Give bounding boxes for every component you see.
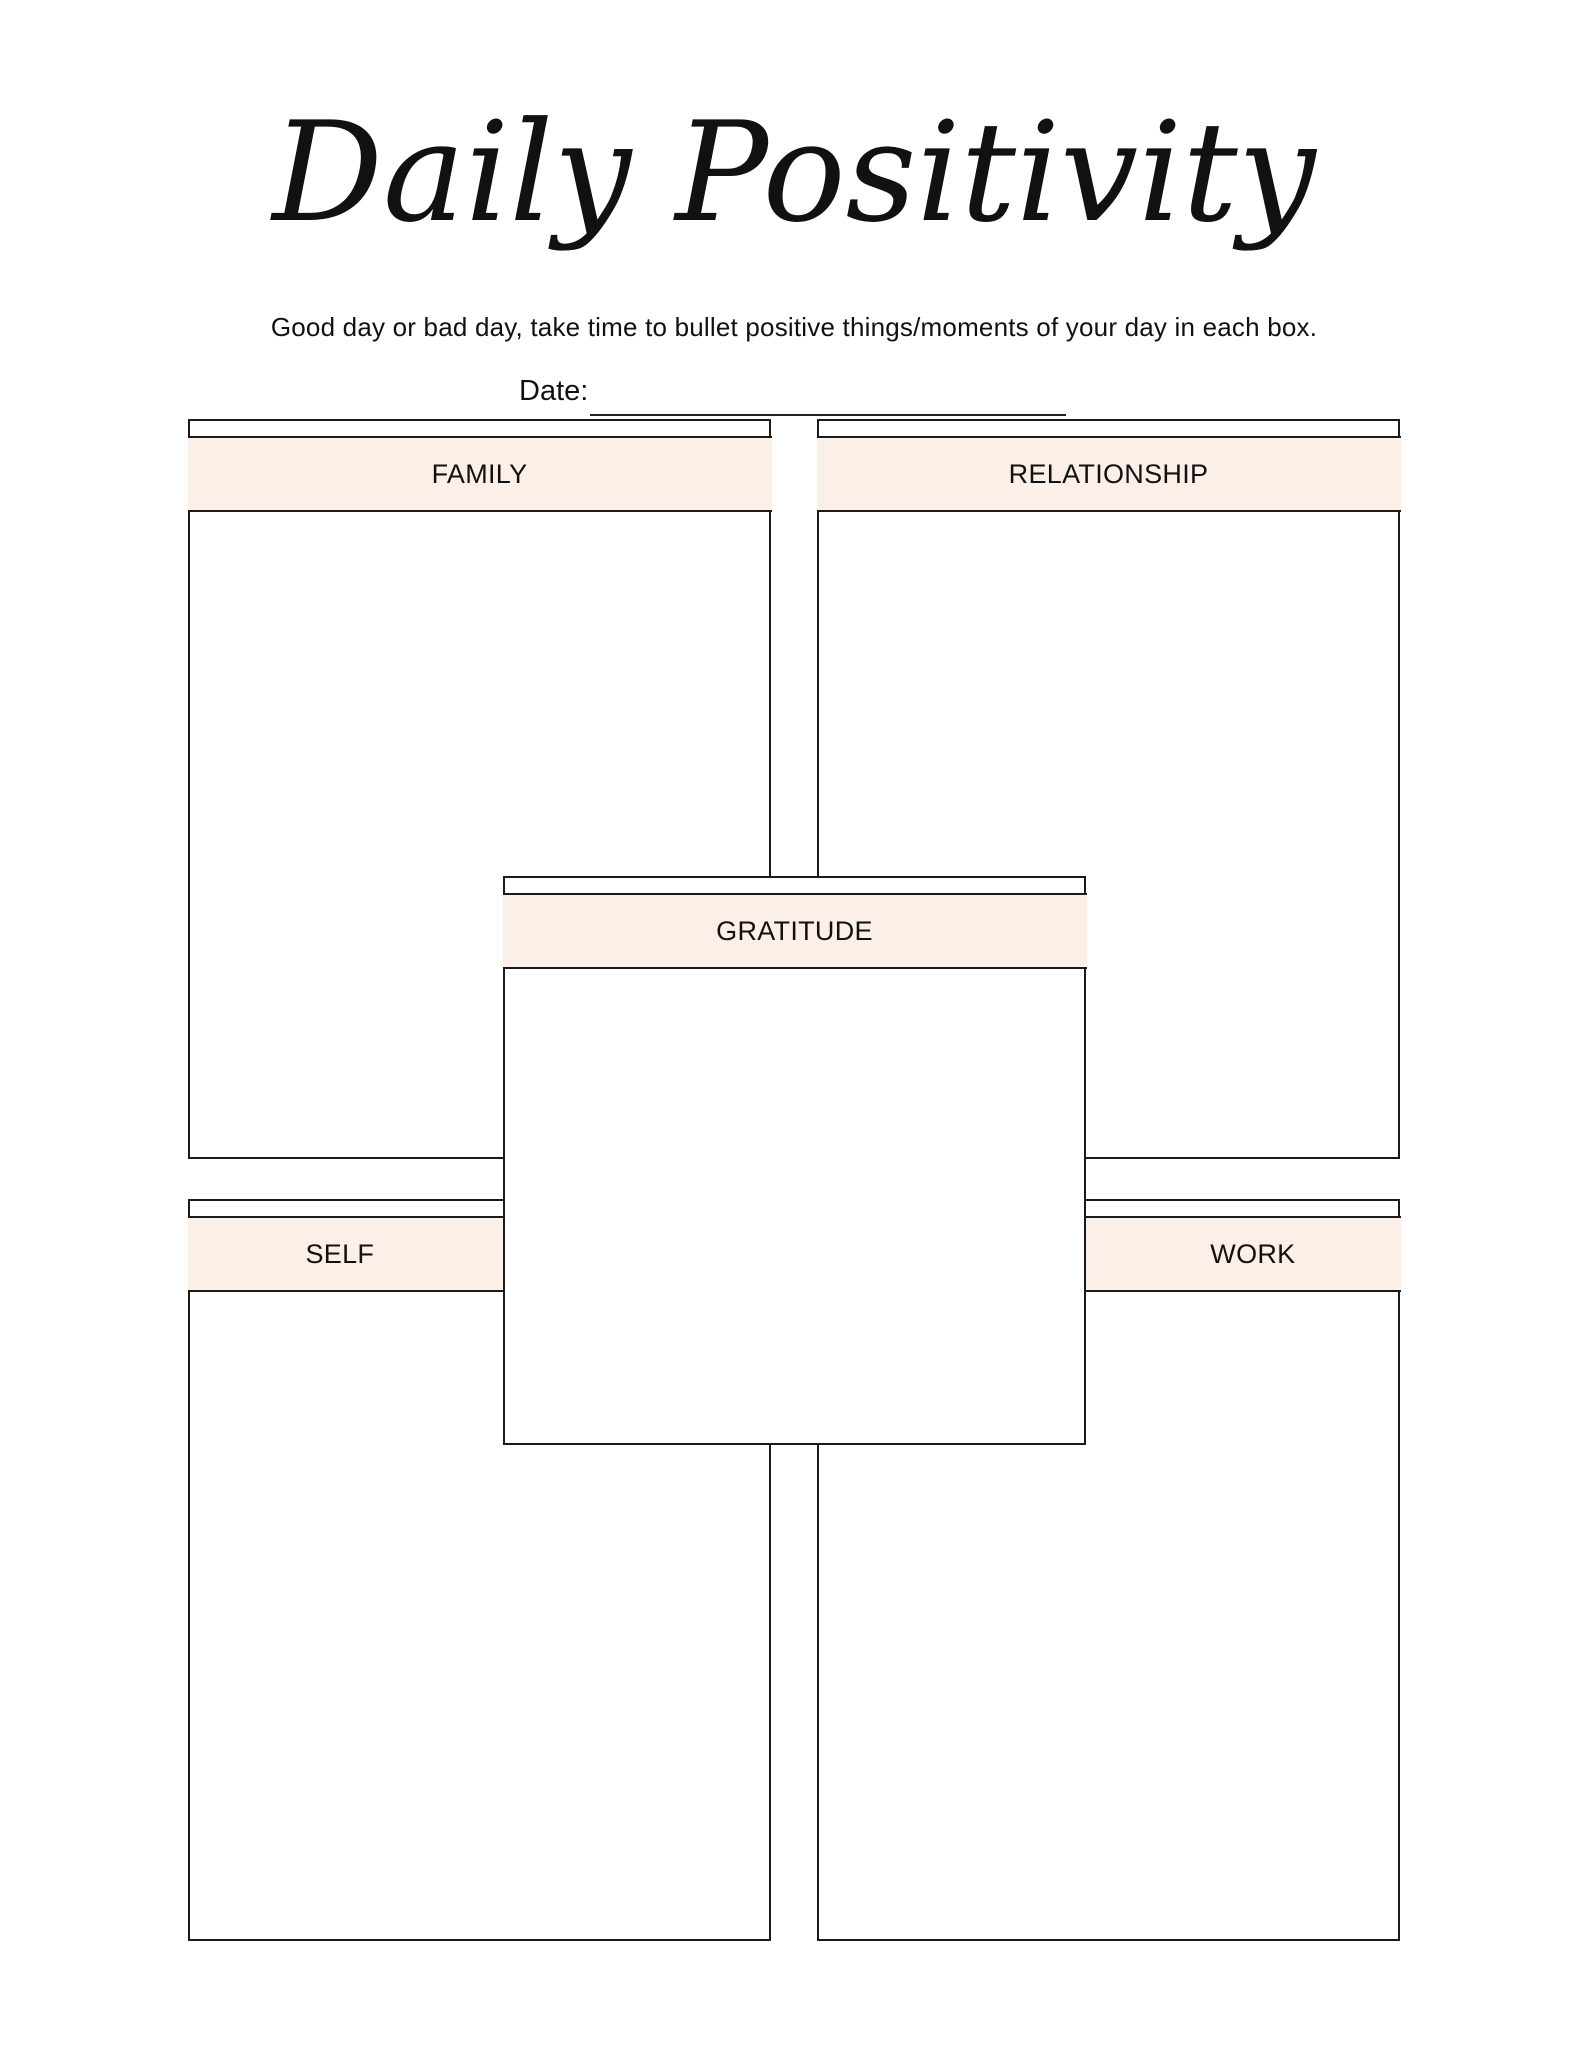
date-input-line[interactable] <box>590 381 1067 416</box>
date-field[interactable]: Date: <box>519 375 1067 416</box>
family-header: FAMILY <box>187 436 772 512</box>
instructions-text: Good day or bad day, take time to bullet… <box>270 312 1318 342</box>
family-box[interactable]: FAMILY <box>187 419 772 1159</box>
gratitude-header: GRATITUDE <box>502 893 1087 969</box>
title-script-text: Daily Positivity <box>269 92 1317 253</box>
gratitude-box[interactable]: GRATITUDE <box>502 876 1087 1445</box>
page-title: Daily Positivity <box>0 70 1588 270</box>
date-label: Date: <box>519 375 589 407</box>
relationship-header: RELATIONSHIP <box>816 436 1401 512</box>
